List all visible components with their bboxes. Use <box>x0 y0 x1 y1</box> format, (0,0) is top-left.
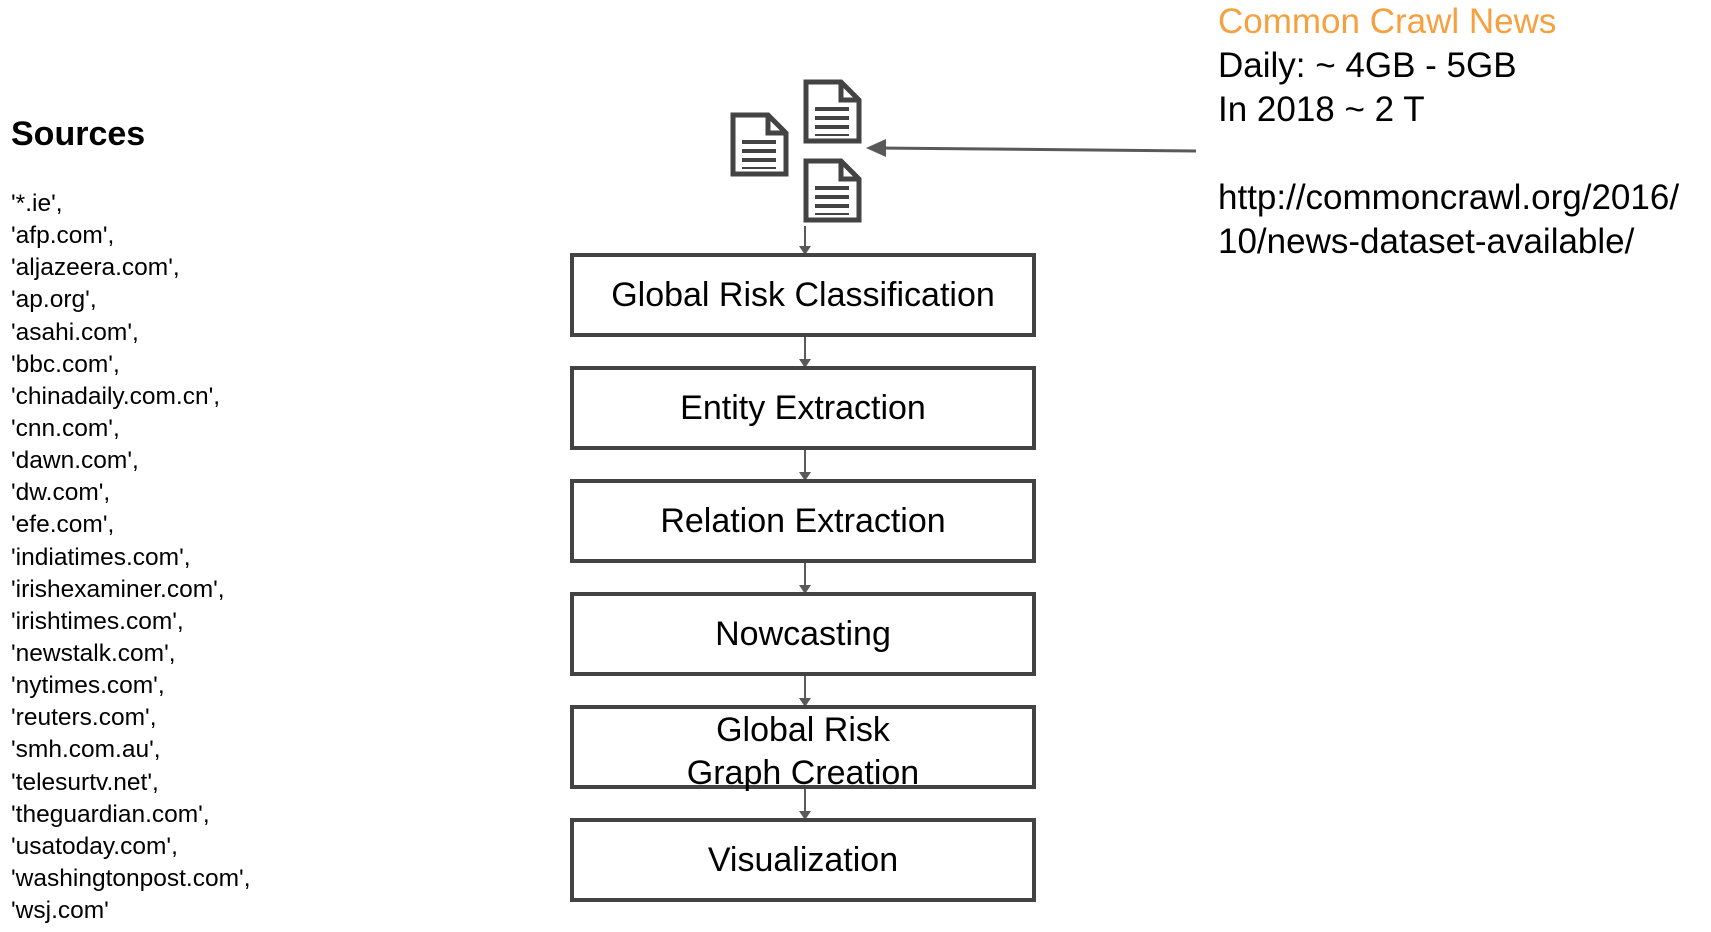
source-item: 'indiatimes.com', <box>11 543 191 571</box>
document-icon-bottom <box>806 161 859 220</box>
source-item: 'telesurtv.net', <box>11 768 159 796</box>
sources-list: '*.ie', 'afp.com', 'aljazeera.com', 'ap.org… <box>11 188 251 927</box>
document-icon-top <box>806 82 859 141</box>
flow-arrow <box>799 337 811 368</box>
source-arrow-head <box>866 139 886 157</box>
info-headline: Common Crawl News <box>1218 2 1557 41</box>
source-item: 'irishtimes.com', <box>11 607 184 635</box>
sources-title: Sources <box>11 115 146 153</box>
flow-arrow <box>799 226 811 255</box>
source-item: 'ap.org', <box>11 286 97 314</box>
source-item: 'efe.com', <box>11 511 115 539</box>
info-year-total: In 2018 ~ 2 T <box>1218 90 1425 129</box>
document-icon-left <box>733 115 786 174</box>
source-item: 'reuters.com', <box>11 704 157 732</box>
pipeline-step: Nowcasting <box>570 592 1036 676</box>
pipeline-step: Visualization <box>570 818 1036 902</box>
source-item: '*.ie', <box>11 190 63 217</box>
source-arrow-line <box>881 146 1197 153</box>
source-item: 'dawn.com', <box>11 447 139 475</box>
info-spacer <box>1218 132 1679 176</box>
source-item: 'aljazeera.com', <box>11 254 180 282</box>
pipeline-step: Global Risk Graph Creation <box>570 705 1036 792</box>
source-item: 'irishexaminer.com', <box>11 575 225 603</box>
flow-arrow <box>799 789 811 820</box>
pipeline-step: Entity Extraction <box>570 366 1036 450</box>
pipeline-step: Relation Extraction <box>570 479 1036 563</box>
source-item: 'wsj.com' <box>11 897 109 925</box>
source-item: 'smh.com.au', <box>11 736 161 764</box>
source-item: 'washingtonpost.com', <box>11 864 251 892</box>
source-item: 'dw.com', <box>11 479 111 507</box>
source-item: 'newstalk.com', <box>11 639 176 667</box>
source-item: 'asahi.com', <box>11 318 139 346</box>
source-item: 'nytimes.com', <box>11 672 165 700</box>
flow-arrow <box>799 676 811 707</box>
pipeline-step: Global Risk Classification <box>570 253 1036 337</box>
flow-arrow <box>799 563 811 594</box>
source-item: 'usatoday.com', <box>11 832 178 860</box>
source-item: 'cnn.com', <box>11 414 120 442</box>
info-url-line1: http://commoncrawl.org/2016/ <box>1218 178 1680 217</box>
source-item: 'afp.com', <box>11 222 115 250</box>
source-item: 'theguardian.com', <box>11 800 210 828</box>
info-daily: Daily: ~ 4GB - 5GB <box>1218 46 1517 85</box>
source-item: 'bbc.com', <box>11 350 120 378</box>
info-url-line2: 10/news-dataset-available/ <box>1218 222 1635 261</box>
source-item: 'chinadaily.com.cn', <box>11 382 221 410</box>
info-block: Common Crawl News Daily: ~ 4GB - 5GB In … <box>1218 0 1679 264</box>
flow-arrow <box>799 450 811 481</box>
